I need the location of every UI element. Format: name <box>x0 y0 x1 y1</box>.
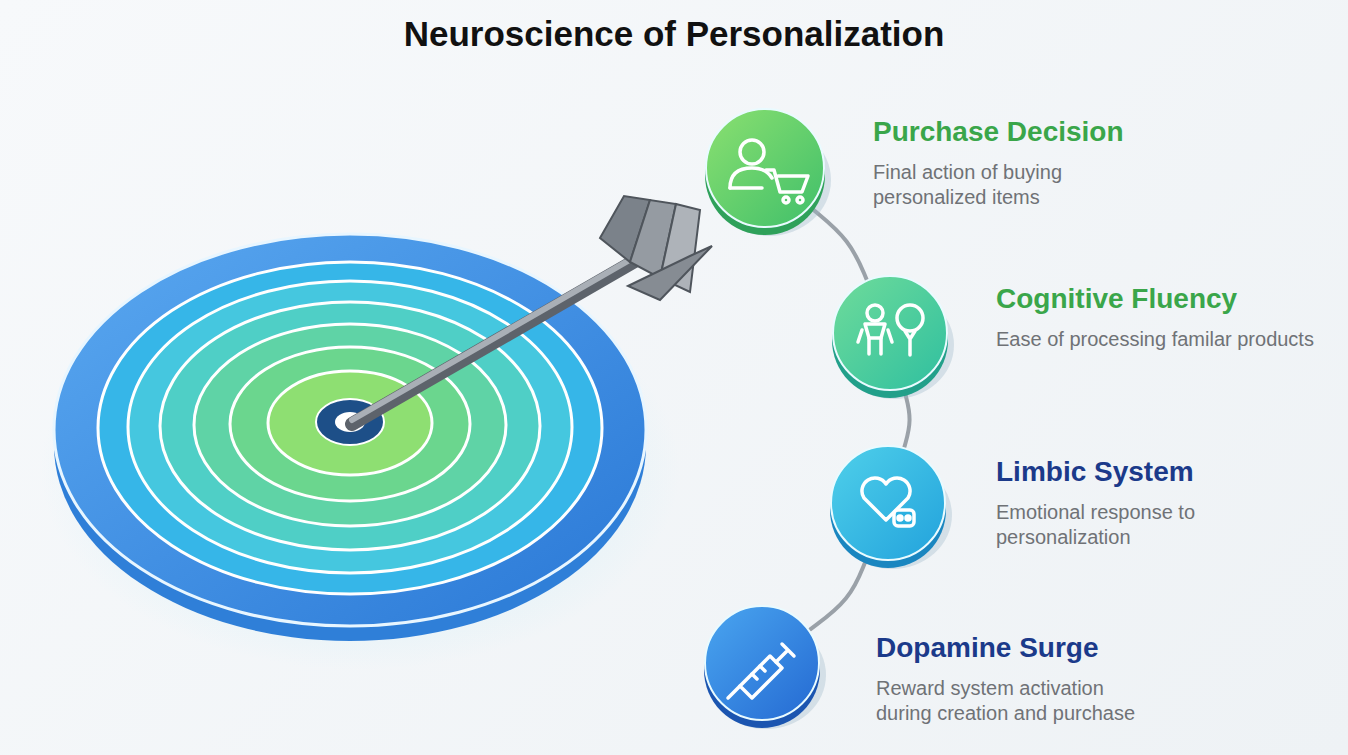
step-circle: Dopamine SurgeReward system activation d… <box>700 603 824 727</box>
target-ring <box>54 234 646 626</box>
circle-shape <box>701 106 829 234</box>
fluency-icon <box>858 305 923 355</box>
step-circle: Cognitive FluencyEase of processing fami… <box>828 273 952 397</box>
shopper-icon <box>730 140 808 203</box>
circle-face <box>831 446 945 560</box>
step-heading: Cognitive Fluency <box>996 283 1316 315</box>
step-heading: Purchase Decision <box>873 116 1133 148</box>
heart-icon <box>862 478 914 526</box>
connector-line <box>810 561 865 630</box>
step-description: Final action of buying personalized item… <box>873 160 1133 210</box>
step-description: Reward system activation during creation… <box>876 676 1146 726</box>
circle-face <box>833 276 947 390</box>
step-description: Ease of processing familar products <box>996 327 1316 352</box>
step-circle: Limbic SystemEmotional response to perso… <box>826 443 950 567</box>
circle-face <box>706 109 824 227</box>
step-circle: Purchase DecisionFinal action of buying … <box>701 106 829 234</box>
circle-shape <box>700 603 824 727</box>
circle-shape <box>826 443 950 567</box>
step-heading: Dopamine Surge <box>876 632 1146 664</box>
step-heading: Limbic System <box>996 456 1256 488</box>
circle-face <box>705 606 819 720</box>
connector-line <box>904 393 909 447</box>
connector-line <box>813 209 867 279</box>
step-text: Dopamine SurgeReward system activation d… <box>876 632 1146 726</box>
step-text: Cognitive FluencyEase of processing fami… <box>996 283 1316 352</box>
arrow <box>352 196 712 424</box>
diagram-title: Neuroscience of Personalization <box>0 14 1348 54</box>
syringe-icon <box>728 644 794 698</box>
circle-shape <box>828 273 952 397</box>
step-text: Limbic SystemEmotional response to perso… <box>996 456 1256 550</box>
step-description: Emotional response to personalization <box>996 500 1256 550</box>
step-text: Purchase DecisionFinal action of buying … <box>873 116 1133 210</box>
